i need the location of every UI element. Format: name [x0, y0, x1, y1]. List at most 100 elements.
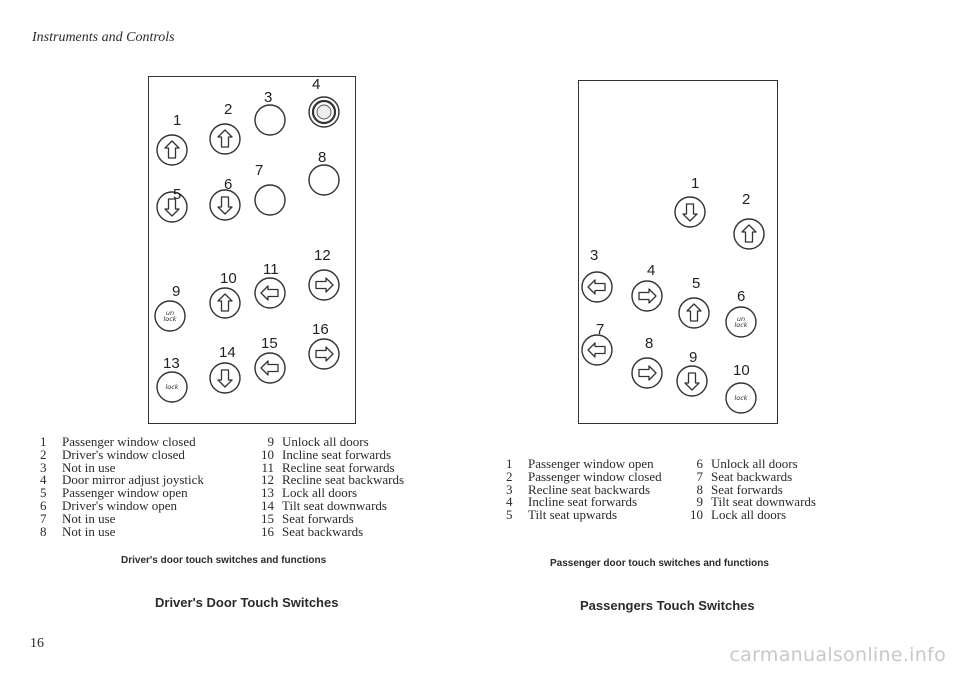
legend-text: Not in use: [62, 523, 116, 539]
passenger-switch-panel: [578, 80, 778, 424]
page-number: 16: [30, 636, 44, 651]
driver-switch-4[interactable]: [307, 95, 341, 129]
arrow-left-icon: [254, 277, 286, 309]
driver-switch-2[interactable]: [208, 122, 242, 156]
driver-switch-16[interactable]: [307, 337, 341, 371]
legend-number: 15: [261, 510, 274, 526]
driver-switch-12[interactable]: [307, 268, 341, 302]
passenger-section-title: Passengers Touch Switches: [580, 598, 755, 613]
legend-text: Recline seat forwards: [282, 459, 395, 475]
passenger-switch-number-9: 9: [689, 349, 698, 366]
legend-number: 1: [506, 456, 513, 471]
legend-text: Not in use: [62, 459, 116, 475]
legend-text: Unlock all doors: [711, 456, 798, 471]
driver-switch-number-13: 13: [163, 355, 180, 372]
passenger-switch-10[interactable]: lock: [724, 381, 758, 415]
driver-switch-15[interactable]: [253, 351, 287, 385]
passenger-switch-1[interactable]: [673, 195, 707, 229]
driver-switch-5[interactable]: [155, 190, 189, 224]
driver-switch-panel: [148, 76, 356, 424]
passenger-switch-6[interactable]: un lock: [724, 305, 758, 339]
driver-switch-13-label: lock: [165, 382, 179, 391]
driver-switch-number-4: 4: [312, 76, 321, 93]
text-button-icon: [725, 382, 757, 414]
driver-switch-number-3: 3: [264, 89, 273, 106]
legend-text: Door mirror adjust joystick: [62, 472, 204, 488]
driver-switch-8[interactable]: [307, 163, 341, 197]
blank-circle-icon: [254, 104, 286, 136]
legend-text: Passenger window closed: [528, 468, 662, 484]
passenger-figure-caption: Passenger door touch switches and functi…: [550, 558, 769, 569]
driver-switch-number-5: 5: [173, 186, 182, 203]
passenger-switch-3[interactable]: [580, 270, 614, 304]
legend-text: Lock all doors: [282, 485, 358, 501]
legend-text: Seat backwards: [282, 523, 364, 539]
driver-switch-10[interactable]: [208, 286, 242, 320]
arrow-left-icon: [581, 271, 613, 303]
passenger-switch-7[interactable]: [580, 333, 614, 367]
driver-switch-11[interactable]: [253, 276, 287, 310]
driver-switch-number-11: 11: [263, 261, 279, 278]
text-button-icon: [156, 371, 188, 403]
legend-text: Passenger window open: [528, 456, 654, 471]
legend-number: 10: [690, 507, 703, 523]
legend-number: 9: [696, 494, 704, 510]
arrow-up-icon: [678, 297, 710, 329]
legend-text: Seat forwards: [282, 510, 354, 526]
passenger-switch-4[interactable]: [630, 279, 664, 313]
passenger-switch-5[interactable]: [677, 296, 711, 330]
passenger-switch-number-2: 2: [742, 191, 751, 208]
legend-number: 9: [267, 434, 275, 449]
driver-switch-7[interactable]: [253, 183, 287, 217]
arrow-left-icon: [581, 334, 613, 366]
joystick-icon: [308, 96, 340, 128]
legend-text: Passenger window closed: [62, 434, 196, 449]
passenger-switch-10-label: lock: [734, 393, 748, 402]
arrow-down-icon: [674, 196, 706, 228]
passenger-switch-8[interactable]: [630, 356, 664, 390]
arrow-up-icon: [733, 218, 765, 250]
driver-switch-1[interactable]: [155, 133, 189, 167]
driver-legend-item: 15 Seat forwards: [258, 510, 404, 526]
legend-number: 14: [261, 497, 274, 513]
legend-text: Driver's window open: [62, 497, 177, 513]
legend-text: Seat forwards: [711, 481, 783, 497]
driver-switch-6[interactable]: [208, 188, 242, 222]
passenger-switch-2[interactable]: [732, 217, 766, 251]
driver-switch-14[interactable]: [208, 361, 242, 395]
legend-number: 7: [40, 510, 47, 526]
legend-number: 3: [506, 481, 513, 497]
legend-text: Tilt seat downwards: [282, 497, 387, 513]
text-button-icon: [154, 300, 186, 332]
arrow-down-icon: [209, 189, 241, 221]
page-header-title: Instruments and Controls: [32, 30, 175, 45]
passenger-switch-number-6: 6: [737, 288, 746, 305]
arrow-up-icon: [209, 287, 241, 319]
arrow-left-icon: [254, 352, 286, 384]
driver-switch-number-12: 12: [314, 247, 331, 264]
driver-legend-item: 14 Tilt seat downwards: [258, 497, 404, 513]
driver-switch-3[interactable]: [253, 103, 287, 137]
arrow-up-icon: [156, 134, 188, 166]
passenger-switch-9[interactable]: [675, 364, 709, 398]
arrow-down-icon: [676, 365, 708, 397]
passenger-legend-item: 1 Passenger window open: [506, 456, 662, 471]
driver-switch-13[interactable]: lock: [155, 370, 189, 404]
driver-switch-9[interactable]: un lock: [153, 299, 187, 333]
legend-number: 12: [261, 472, 274, 488]
